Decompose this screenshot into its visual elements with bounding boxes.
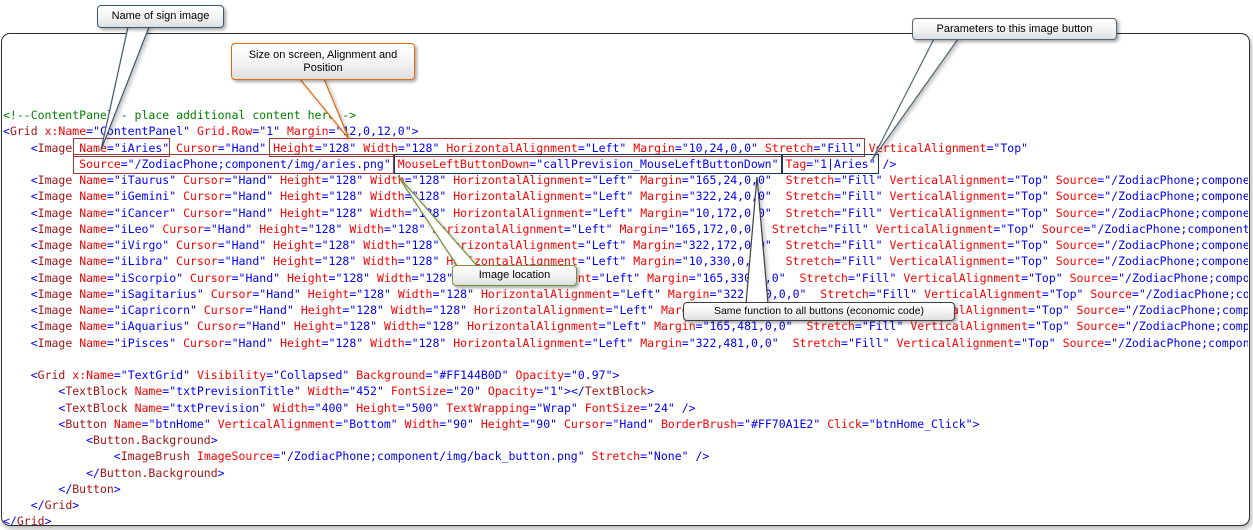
code-line: <Image Name="iGemini" Cursor="Hand" Heig… — [30, 189, 1248, 204]
screenshot-frame — [1, 33, 1250, 526]
code-line: <Image Name="iScorpio" Cursor="Hand" Hei… — [30, 270, 1248, 285]
code-line: <ImageBrush ImageSource="/ZodiacPhone;co… — [113, 449, 710, 464]
callout-image-location: Image location — [452, 265, 577, 286]
highlight-box-mouseleftbuttondown-attribute — [394, 154, 782, 174]
code-line: <Image Name="iAquarius" Cursor="Hand" He… — [30, 319, 1248, 334]
code-line: <Image Name="iCapricorn" Cursor="Hand" H… — [30, 303, 1248, 317]
highlight-box-size-alignment-attributes — [269, 138, 865, 157]
code-line: <TextBlock Name="txtPrevisionTitle" Widt… — [58, 384, 655, 399]
callout-label: Image location — [478, 269, 551, 281]
callout-size-alignment-position: Size on screen, Alignment and Position — [231, 43, 415, 80]
code-line: </Button> — [58, 481, 121, 496]
code-line: <!--ContentPanel - place additional cont… — [3, 108, 357, 122]
code-line: <Grid x:Name="TextGrid" Visibility="Coll… — [30, 368, 620, 382]
code-line: </Grid> — [30, 498, 80, 512]
code-line: <Image Name="iTaurus" Cursor="Hand" Heig… — [30, 173, 1248, 187]
code-line: <Image Name="iSagitarius" Cursor="Hand" … — [30, 286, 1248, 301]
callout-label: Same function to all buttons (economic c… — [713, 305, 925, 317]
code-line: <Image Name="iVirgo" Cursor="Hand" Heigh… — [30, 238, 1248, 252]
code-line: <Image Name="iPisces" Cursor="Hand" Heig… — [30, 335, 1248, 350]
code-line — [3, 351, 1248, 367]
code-line: <Image Name="iLeo" Cursor="Hand" Height=… — [30, 221, 1248, 236]
callout-parameters-to-image-button: Parameters to this image button — [912, 18, 1117, 40]
highlight-box-tag-attribute — [782, 154, 879, 174]
callout-label: Size on screen, Alignment and Position — [248, 48, 398, 74]
code-line: <Image Name="iCancer" Cursor="Hand" Heig… — [30, 205, 1248, 220]
callout-name-of-sign-image: Name of sign image — [97, 5, 224, 28]
code-line: <Image Name="iLibra" Cursor="Hand" Heigh… — [30, 254, 1248, 269]
code-line: <Button.Background> — [86, 433, 218, 447]
code-line: <TextBlock Name="txtPrevision" Width="40… — [58, 400, 696, 415]
code-line: <Button Name="btnHome" VerticalAlignment… — [58, 416, 980, 431]
callout-label: Name of sign image — [111, 10, 210, 22]
highlight-box-source-attribute — [73, 154, 394, 174]
code-line: Source="/ZodiacPhone;component/img/aries… — [79, 156, 897, 171]
code-line: </Button.Background> — [86, 465, 225, 480]
callout-label: Parameters to this image button — [936, 22, 1093, 35]
callout-same-function-all-buttons: Same function to all buttons (economic c… — [683, 302, 955, 321]
code-listing: <!--ContentPanel - place additional cont… — [0, 107, 1248, 530]
code-line: </Grid> — [3, 514, 52, 529]
